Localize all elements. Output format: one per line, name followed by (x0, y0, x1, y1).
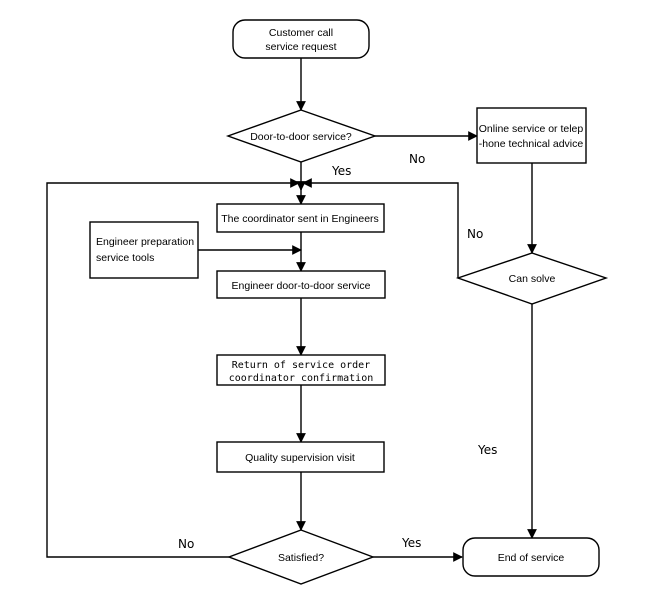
label-satisfied-yes: Yes (401, 536, 421, 550)
edge-labels: No Yes No Yes No Yes (178, 152, 497, 551)
edges (46, 58, 537, 562)
node-prep-line-2: service tools (96, 252, 154, 264)
node-online-line-1: Online service or telep (479, 123, 584, 135)
node-satisfied-label: Satisfied? (278, 552, 324, 564)
node-return-order-line-1: Return of service order (232, 360, 370, 371)
node-coordinator-label: The coordinator sent in Engineers (221, 213, 379, 225)
node-online: Online service or telep -hone technical … (476, 107, 587, 164)
label-door-no: No (409, 152, 425, 166)
node-satisfied: Satisfied? (227, 529, 375, 585)
node-end: End of service (462, 537, 600, 577)
node-door-decision-label: Door-to-door service? (250, 131, 352, 143)
node-return-order-line-2: coordinator confirmation (229, 373, 374, 384)
node-quality: Quality supervision visit (216, 441, 385, 473)
node-quality-label: Quality supervision visit (245, 452, 355, 464)
node-engineer: Engineer door-to-door service (216, 270, 386, 299)
label-satisfied-no: No (178, 537, 194, 551)
node-end-label: End of service (498, 552, 565, 564)
label-solve-yes: Yes (477, 443, 497, 457)
node-start: Customer call service request (232, 19, 370, 59)
node-engineer-label: Engineer door-to-door service (232, 280, 371, 292)
node-door-decision: Door-to-door service? (225, 109, 378, 163)
node-online-line-2: -hone technical advice (479, 138, 584, 150)
label-door-yes: Yes (331, 164, 351, 178)
node-return-order: Return of service order coordinator conf… (216, 354, 386, 386)
label-solve-no: No (467, 227, 483, 241)
node-start-line-2: service request (265, 41, 336, 53)
node-prep: Engineer preparation service tools (89, 221, 199, 279)
node-start-line-1: Customer call (269, 27, 333, 39)
edge-satisfied-no-loop (46, 178, 300, 558)
node-can-solve: Can solve (455, 252, 609, 305)
node-coordinator: The coordinator sent in Engineers (216, 203, 385, 233)
node-prep-line-1: Engineer preparation (96, 236, 194, 248)
edge-cansolve-no-loop (302, 178, 459, 278)
node-can-solve-label: Can solve (509, 273, 556, 285)
